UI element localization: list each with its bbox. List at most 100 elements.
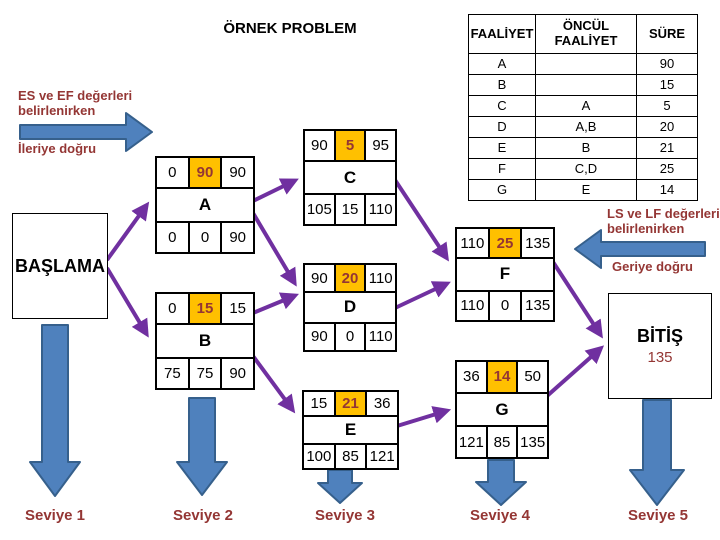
cell-predecessor [535, 74, 637, 96]
level-2-down-arrow-icon [176, 397, 228, 496]
level-2-label: Seviye 2 [172, 507, 234, 524]
cell-activity: C [468, 95, 536, 117]
slack-value: 0 [188, 221, 222, 253]
finish-value: 135 [647, 349, 673, 366]
activity-node-e: 15 21 36 E 100 85 121 [302, 390, 399, 470]
connector-g-to-finish [545, 345, 605, 398]
cell-duration: 5 [636, 95, 698, 117]
activity-label: G [456, 392, 548, 427]
level-3-down-arrow-icon [317, 469, 363, 504]
activity-label: F [456, 258, 554, 291]
finish-node: BİTİŞ 135 [608, 293, 712, 399]
slack-value: 85 [334, 443, 367, 469]
table-row: B 15 [468, 74, 698, 96]
activity-node-f: 110 25 135 F 110 0 135 [455, 227, 555, 322]
column-header-duration: SÜRE [636, 14, 698, 54]
level-5-down-arrow-icon [629, 399, 685, 506]
connector-c-to-f [393, 178, 449, 262]
es-value: 90 [304, 130, 335, 161]
forward-note: ES ve EF değerleri belirlenirken [18, 88, 132, 119]
connector-b-to-e [251, 354, 296, 414]
cell-predecessor [535, 53, 637, 75]
cell-predecessor: A,B [535, 116, 637, 138]
lf-value: 90 [221, 221, 255, 253]
column-header-activity: FAALİYET [468, 14, 536, 54]
lf-value: 90 [221, 357, 255, 389]
connector-e-to-g [396, 406, 452, 428]
slack-value: 85 [486, 426, 518, 459]
level-3-label: Seviye 3 [314, 507, 376, 524]
cell-duration: 14 [636, 179, 698, 201]
ef-value: 50 [517, 361, 549, 393]
forward-note-line2: belirlenirken [18, 103, 96, 119]
slack-value: 0 [488, 290, 522, 321]
forward-direction-arrow-icon [19, 112, 153, 152]
activity-label: D [304, 292, 396, 323]
table-row: D A,B 20 [468, 116, 698, 138]
level-4-label: Seviye 4 [469, 507, 531, 524]
es-value: 90 [304, 264, 335, 293]
lf-value: 121 [366, 443, 399, 469]
slack-value: 75 [188, 357, 222, 389]
cell-duration: 15 [636, 74, 698, 96]
ef-value: 90 [221, 157, 255, 189]
es-value: 110 [456, 228, 489, 259]
ef-value: 15 [221, 293, 255, 325]
backward-note: LS ve LF değerleri belirlenirken [607, 206, 720, 237]
connector-start-to-a [105, 201, 150, 262]
forward-note-line1: ES ve EF değerleri [18, 88, 133, 103]
ls-value: 100 [303, 443, 335, 469]
es-value: 0 [156, 293, 189, 325]
cell-activity: G [468, 179, 536, 201]
slack-value: 0 [334, 322, 366, 351]
table-row: C A 5 [468, 95, 698, 117]
start-node: BAŞLAMA [12, 213, 108, 319]
duration-value: 20 [334, 264, 366, 293]
backward-note-line1: LS ve LF değerleri [607, 206, 720, 221]
forward-direction-label: İleriye doğru [18, 141, 97, 156]
activity-node-a: 0 90 90 A 0 0 90 [155, 156, 255, 254]
activity-node-c: 90 5 95 C 105 15 110 [303, 129, 397, 226]
connector-f-to-finish [551, 260, 603, 339]
lf-value: 135 [517, 426, 549, 459]
connector-a-to-d [251, 211, 297, 287]
ls-value: 121 [456, 426, 487, 459]
level-5-label: Seviye 5 [627, 507, 689, 524]
level-1-down-arrow-icon [29, 324, 81, 497]
es-value: 36 [456, 361, 487, 393]
ls-value: 110 [456, 290, 489, 321]
activity-label: C [304, 161, 396, 194]
cell-predecessor: C,D [535, 158, 637, 180]
duration-value: 21 [334, 391, 367, 417]
level-1-label: Seviye 1 [24, 507, 86, 524]
ef-value: 110 [365, 264, 397, 293]
ls-value: 90 [304, 322, 335, 351]
ef-value: 36 [366, 391, 399, 417]
duration-value: 15 [188, 293, 222, 325]
slack-value: 15 [334, 194, 366, 225]
ls-value: 75 [156, 357, 189, 389]
ef-value: 95 [365, 130, 397, 161]
column-header-predecessor: ÖNCÜL FAALİYET [535, 14, 637, 54]
cell-duration: 25 [636, 158, 698, 180]
lf-value: 110 [365, 322, 397, 351]
page-title: ÖRNEK PROBLEM [223, 20, 357, 37]
duration-value: 5 [334, 130, 366, 161]
cell-predecessor: A [535, 95, 637, 117]
es-value: 0 [156, 157, 189, 189]
cell-activity: D [468, 116, 536, 138]
es-value: 15 [303, 391, 335, 417]
connector-a-to-c [252, 178, 299, 203]
lf-value: 110 [365, 194, 397, 225]
table-header-row: FAALİYET ÖNCÜL FAALİYET SÜRE [468, 14, 698, 54]
duration-value: 90 [188, 157, 222, 189]
ef-value: 135 [521, 228, 555, 259]
duration-value: 25 [488, 228, 522, 259]
predecessor-table: FAALİYET ÖNCÜL FAALİYET SÜRE A 90 B 15 C… [468, 14, 698, 201]
cell-activity: B [468, 74, 536, 96]
level-4-down-arrow-icon [475, 459, 527, 506]
table-row: A 90 [468, 53, 698, 75]
connector-b-to-d [252, 292, 299, 315]
cell-duration: 90 [636, 53, 698, 75]
